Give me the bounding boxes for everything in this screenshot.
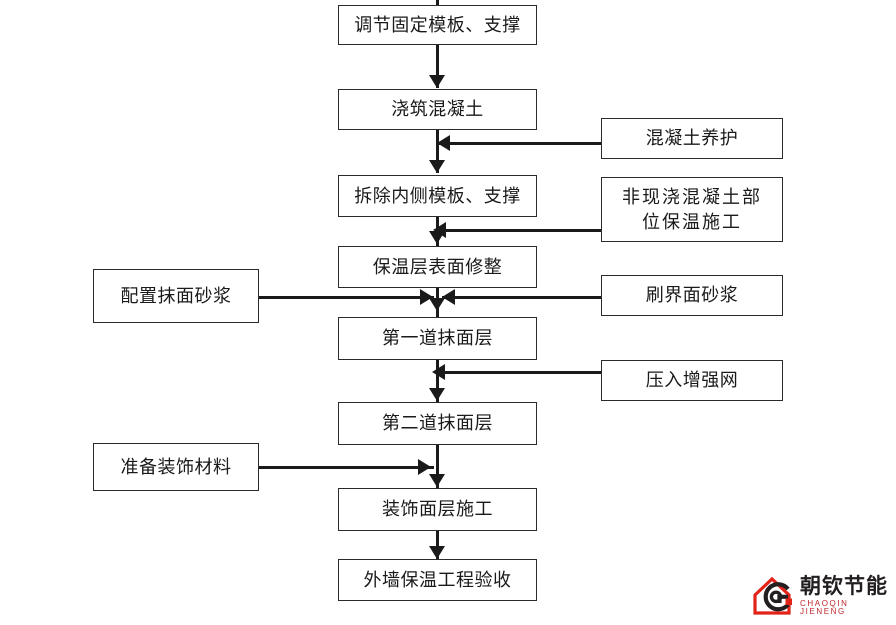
node-label: 装饰面层施工 — [382, 499, 493, 520]
arrowhead-r1 — [437, 135, 450, 151]
node-label: 调节固定模板、支撑 — [354, 14, 521, 35]
node-label: 混凝土养护 — [645, 128, 739, 149]
node-label: 刷界面砂浆 — [645, 285, 739, 306]
connector-r3-to-main — [442, 296, 601, 299]
node-label: 第一道抹面层 — [382, 328, 493, 349]
arrowhead-n5-n6 — [429, 388, 445, 401]
arrowhead-l1 — [420, 289, 433, 305]
node-label: 外墙保温工程验收 — [363, 569, 512, 590]
arrowhead-n6-n7 — [429, 474, 445, 487]
connector-top-stub — [436, 0, 439, 6]
node-label: 准备装饰材料 — [120, 456, 232, 477]
node-second-plaster-layer[interactable]: 第二道抹面层 — [338, 402, 537, 445]
node-label: 配置抹面砂浆 — [120, 285, 232, 306]
node-prepare-decorative-materials[interactable]: 准备装饰材料 — [93, 443, 259, 491]
node-decorative-layer-construction[interactable]: 装饰面层施工 — [338, 488, 537, 531]
connector-n6-n7 — [436, 444, 439, 488]
node-remove-inner-formwork[interactable]: 拆除内侧模板、支撑 — [338, 175, 537, 217]
arrowhead-n7-n8 — [429, 546, 445, 559]
node-label: 非现浇混凝土部 位保温施工 — [622, 187, 762, 232]
node-label: 压入增强网 — [645, 370, 739, 391]
arrowhead-r2 — [433, 222, 446, 238]
node-non-castinplace-insulation[interactable]: 非现浇混凝土部 位保温施工 — [601, 177, 783, 242]
connector-n1-n2 — [436, 44, 439, 88]
logo-company-name-cn: 朝钦节能 — [800, 575, 888, 598]
node-label: 拆除内侧模板、支撑 — [354, 185, 521, 206]
node-press-in-mesh[interactable]: 压入增强网 — [601, 360, 783, 401]
node-label: 保温层表面修整 — [372, 256, 503, 277]
arrowhead-n2-n3 — [429, 160, 445, 173]
node-adjust-fix-formwork[interactable]: 调节固定模板、支撑 — [338, 5, 537, 45]
node-label: 浇筑混凝土 — [391, 99, 484, 120]
connector-r1-to-main — [437, 142, 601, 145]
arrowhead-n1-n2 — [429, 75, 445, 88]
node-concrete-curing[interactable]: 混凝土养护 — [601, 118, 783, 159]
node-prepare-plaster-mortar[interactable]: 配置抹面砂浆 — [93, 269, 259, 323]
logo-company-name-en: CHAOQIN JIENENG — [800, 599, 849, 616]
company-logo: 朝钦节能 CHAOQIN JIENENG — [752, 572, 892, 620]
node-wall-insulation-acceptance[interactable]: 外墙保温工程验收 — [338, 559, 537, 601]
node-label: 第二道抹面层 — [382, 413, 493, 434]
connector-l1-to-main — [259, 296, 434, 299]
logo-wordmark: 朝钦节能 CHAOQIN JIENENG — [800, 576, 892, 616]
connector-l2-to-main — [259, 466, 434, 469]
logo-mark-icon — [752, 575, 798, 617]
arrowhead-n4-n5 — [429, 298, 445, 311]
connector-r2-to-main — [440, 229, 601, 232]
arrowhead-r4 — [432, 364, 445, 380]
arrowhead-r3 — [442, 289, 455, 305]
node-first-plaster-layer[interactable]: 第一道抹面层 — [338, 317, 537, 360]
node-brush-interface-mortar[interactable]: 刷界面砂浆 — [601, 275, 783, 316]
connector-n5-n6 — [436, 359, 439, 403]
node-insulation-surface-trim[interactable]: 保温层表面修整 — [338, 246, 537, 288]
connector-r4-to-main — [439, 371, 601, 374]
arrowhead-l2 — [418, 459, 431, 475]
node-pour-concrete[interactable]: 浇筑混凝土 — [338, 89, 537, 130]
connector-n2-n3 — [436, 129, 439, 173]
